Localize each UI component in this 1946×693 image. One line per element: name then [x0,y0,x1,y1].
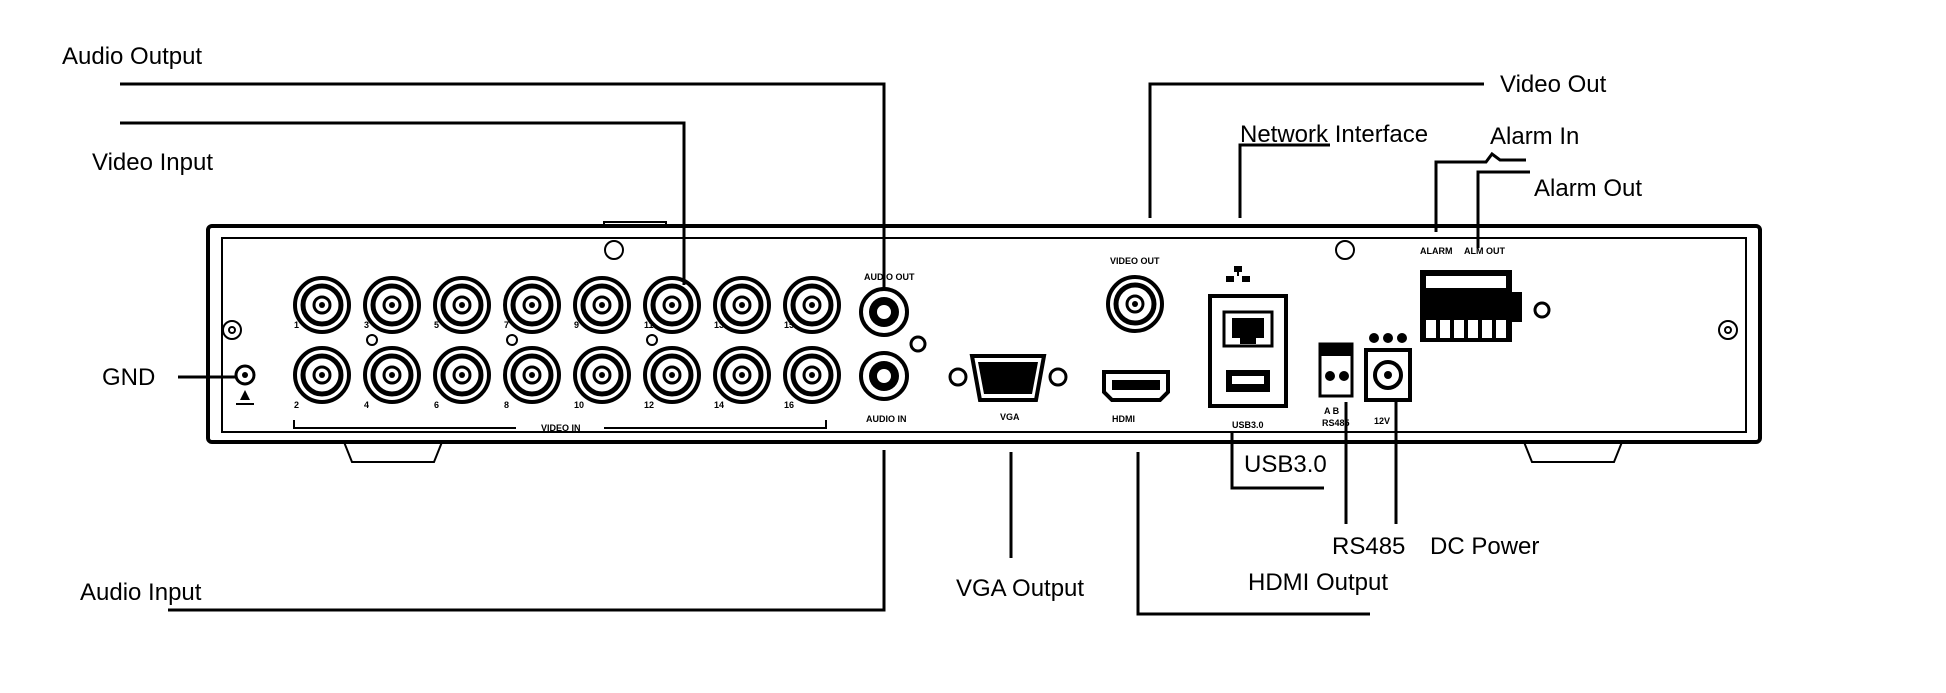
video-in-num-bottom: 10 [574,400,584,410]
rj45-port [1222,310,1274,348]
video-in-num-top: 15 [784,320,794,330]
rs485-terminal: A B RS485 [1318,342,1354,428]
alarm-terminal: ALARM ALM OUT [1420,246,1551,342]
video-input-bnc [363,276,421,334]
video-input-bnc [503,346,561,404]
mount-hole [366,334,378,346]
video-input-bnc [643,346,701,404]
video-in-panel-label: VIDEO IN [541,423,581,433]
label-video-input: Video Input [92,149,213,176]
leader-audio-output [120,82,886,289]
alarm-out-panel-label: ALM OUT [1464,246,1505,256]
video-input-bnc [573,276,631,334]
video-in-num-top: 11 [644,320,654,330]
video-input-bnc [503,276,561,334]
video-out-panel-label: VIDEO OUT [1110,256,1160,266]
dvr-chassis [206,221,1762,463]
hdmi-port: HDMI [1102,370,1170,424]
label-network-interface: Network Interface [1240,121,1428,148]
leader-video-out [1148,82,1484,218]
video-in-num-bottom: 16 [784,400,794,410]
video-input-bnc [713,346,771,404]
video-input-bnc-array [293,276,841,404]
video-input-bnc [293,346,351,404]
video-in-num-top: 7 [504,320,509,330]
leader-alarm-in [1434,151,1526,232]
hdmi-panel-label: HDMI [1112,414,1135,424]
video-in-num-top: 3 [364,320,369,330]
video-in-num-top: 5 [434,320,439,330]
mount-hole [506,334,518,346]
video-input-bnc [433,346,491,404]
leader-network-interface [1238,143,1330,218]
label-video-out: Video Out [1500,71,1607,98]
video-in-num-top: 9 [574,320,579,330]
audio-in-rca: AUDIO IN [859,351,909,424]
label-audio-output: Audio Output [62,43,202,70]
label-hdmi-output: HDMI Output [1248,569,1388,596]
network-usb-block: USB3.0 [1208,266,1288,430]
rs485-ab-label: A B [1324,406,1340,416]
video-in-num-bottom: 14 [714,400,724,410]
gnd-terminal [234,364,256,405]
label-audio-input: Audio Input [80,579,202,606]
callout-leaders [120,82,1530,616]
alarm-in-panel-label: ALARM [1420,246,1453,256]
leader-audio-input [168,450,886,612]
label-alarm-in: Alarm In [1490,123,1579,150]
callout-labels: Audio Output Video Input GND Audio Input… [62,43,1642,606]
video-in-num-bottom: 12 [644,400,654,410]
network-icon [1226,266,1250,282]
label-gnd: GND [102,364,155,391]
video-input-bnc [293,276,351,334]
video-in-num-bottom: 6 [434,400,439,410]
video-input-bnc [783,276,841,334]
dc-power-jack: 12V [1364,333,1412,426]
video-input-bnc [783,346,841,404]
audio-out-rca: AUDIO OUT [859,272,927,353]
video-input-channel-numbers: 1 3 5 7 9 11 13 15 2 4 6 8 10 12 14 16 [294,320,794,410]
video-in-num-bottom: 4 [364,400,369,410]
vga-port: VGA [948,354,1068,422]
label-alarm-out: Alarm Out [1534,175,1642,202]
video-in-num-bottom: 8 [504,400,509,410]
video-in-bracket: VIDEO IN [293,420,827,433]
rs485-panel-label: RS485 [1322,418,1350,428]
video-in-num-top: 13 [714,320,724,330]
usb-port [1226,370,1270,392]
power-panel-label: 12V [1374,416,1390,426]
mount-hole [646,334,658,346]
leader-alarm-out [1476,170,1530,248]
video-out-bnc: VIDEO OUT [1106,256,1164,333]
video-in-num-bottom: 2 [294,400,299,410]
vga-panel-label: VGA [1000,412,1020,422]
audio-out-panel-label: AUDIO OUT [864,272,915,282]
label-usb30: USB3.0 [1244,451,1327,478]
label-dc-power: DC Power [1430,533,1539,560]
leader-hdmi-output [1136,452,1370,616]
leader-video-input [120,121,686,285]
video-input-bnc [573,346,631,404]
video-input-bnc [433,276,491,334]
video-in-num-top: 1 [294,320,299,330]
label-vga-output: VGA Output [956,575,1084,602]
audio-in-panel-label: AUDIO IN [866,414,907,424]
video-input-bnc [363,346,421,404]
video-input-bnc [713,276,771,334]
label-rs485: RS485 [1332,533,1405,560]
usb-panel-label: USB3.0 [1232,420,1264,430]
leader-usb30 [1230,432,1324,490]
video-input-bnc [643,276,701,334]
